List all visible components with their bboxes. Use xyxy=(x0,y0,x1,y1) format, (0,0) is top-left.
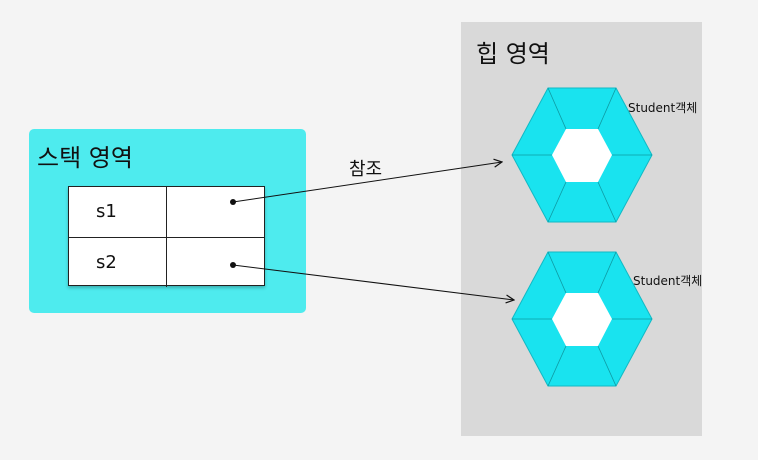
variable-name-cell: s2 xyxy=(69,237,167,287)
stack-area-title: 스택 영역 xyxy=(37,144,133,172)
variable-name-cell: s1 xyxy=(69,187,167,237)
heap-area-title: 힙 영역 xyxy=(476,40,550,68)
reference-cell xyxy=(167,237,264,287)
reference-table: s1 s2 xyxy=(68,186,265,287)
variable-name: s1 xyxy=(96,201,117,222)
reference-arrow xyxy=(230,162,502,205)
variable-name: s2 xyxy=(96,252,117,273)
object-label: Student객체 xyxy=(628,101,698,115)
student-object-hexagon xyxy=(511,251,653,387)
reference-label: 참조 xyxy=(349,159,383,180)
reference-arrow xyxy=(230,262,514,300)
student-object-hexagon xyxy=(511,87,653,223)
object-label: Student객체 xyxy=(633,274,703,288)
